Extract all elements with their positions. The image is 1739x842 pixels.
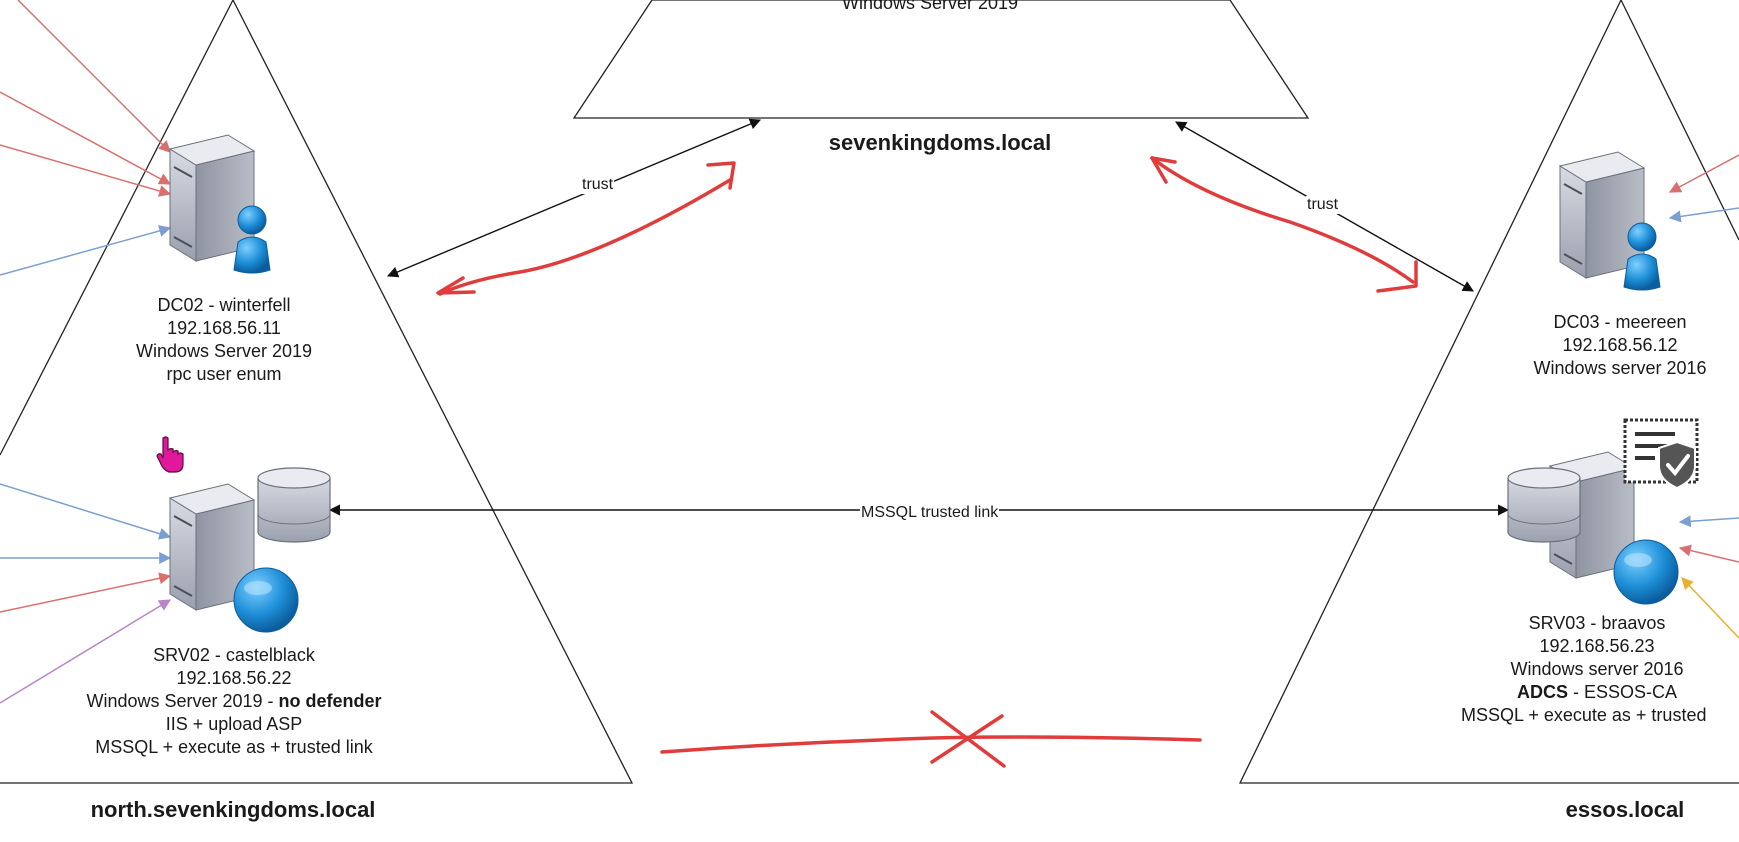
- certificate-authority-icon: [1623, 418, 1699, 490]
- srv02-globe-icon: [233, 567, 299, 633]
- srv03-adcs-bold: ADCS: [1516, 682, 1568, 702]
- root-server-os-fragment: Windows Server 2019: [841, 0, 1019, 13]
- dc02-label: DC02 - winterfell 192.168.56.11 Windows …: [104, 294, 344, 386]
- domain-triangle-essos: [1238, 0, 1739, 784]
- srv03-globe-icon: [1613, 539, 1679, 605]
- annotation-red-scribbles: [436, 156, 1418, 768]
- dc02-note: rpc user enum: [166, 364, 282, 384]
- domain-triangle-root: [572, 0, 1310, 119]
- srv02-note2: MSSQL + execute as + trusted link: [95, 737, 373, 757]
- srv03-ip: 192.168.56.23: [1539, 636, 1655, 656]
- srv02-no-defender: no defender: [278, 691, 382, 711]
- dc03-ip: 192.168.56.12: [1562, 335, 1678, 355]
- dc02-name: DC02 - winterfell: [157, 295, 291, 315]
- north-incoming-arrows: [0, 0, 172, 704]
- trust-arrow-left: [386, 118, 762, 278]
- trust-label-left: trust: [581, 176, 615, 194]
- domain-label-north: north.sevenkingdoms.local: [90, 797, 376, 822]
- dc02-os: Windows Server 2019: [135, 341, 313, 361]
- srv02-database-icon: [257, 467, 331, 543]
- dc03-name: DC03 - meereen: [1553, 312, 1687, 332]
- dc02-server-icon[interactable]: [169, 134, 271, 274]
- srv03-database-icon: [1507, 467, 1581, 543]
- srv02-os-prefix: Windows Server 2019 -: [86, 691, 279, 711]
- srv03-name: SRV03 - braavos: [1528, 613, 1666, 633]
- srv02-os: Windows Server 2019 - no defender: [54, 690, 414, 713]
- srv02-note1: IIS + upload ASP: [165, 714, 303, 734]
- essos-incoming-arrows: [1668, 154, 1739, 639]
- srv03-os: Windows server 2016: [1510, 659, 1684, 679]
- dc02-ip: 192.168.56.11: [167, 318, 281, 338]
- domain-triangle-north: [0, 0, 634, 784]
- trust-label-right: trust: [1306, 196, 1340, 214]
- srv03-note: MSSQL + execute as + trusted: [1461, 705, 1707, 725]
- srv02-name: SRV02 - castelblack: [153, 645, 315, 665]
- domain-label-root: sevenkingdoms.local: [828, 130, 1052, 155]
- mssql-link-label: MSSQL trusted link: [860, 504, 1000, 522]
- srv02-label: SRV02 - castelblack 192.168.56.22 Window…: [54, 644, 414, 759]
- dc03-os: Windows server 2016: [1533, 358, 1707, 378]
- srv03-adcs: ADCS - ESSOS-CA: [1455, 681, 1739, 704]
- domain-label-essos: essos.local: [1565, 797, 1685, 822]
- srv02-ip: 192.168.56.22: [176, 668, 292, 688]
- hand-cursor-icon: [156, 436, 184, 473]
- srv03-label: SRV03 - braavos 192.168.56.23 Windows se…: [1455, 612, 1739, 727]
- dc03-server-icon[interactable]: [1559, 151, 1661, 291]
- srv03-adcs-rest: - ESSOS-CA: [1567, 682, 1678, 702]
- dc03-label: DC03 - meereen 192.168.56.12 Windows ser…: [1500, 311, 1739, 380]
